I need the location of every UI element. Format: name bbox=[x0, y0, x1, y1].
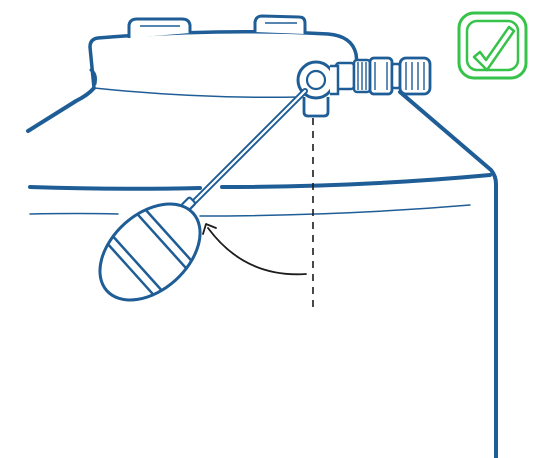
lid-hinge bbox=[89, 68, 97, 86]
float-arm bbox=[180, 88, 308, 213]
water-tank bbox=[26, 14, 498, 458]
float-valve bbox=[98, 56, 432, 302]
valve-coupling bbox=[334, 56, 432, 96]
tank-band-upper-right bbox=[220, 173, 492, 189]
tank-lid-rim bbox=[93, 87, 301, 99]
tank-shoulder-right bbox=[398, 90, 498, 458]
tank-band-upper bbox=[28, 185, 202, 191]
check-icon bbox=[457, 11, 528, 80]
curved-arrow-icon bbox=[202, 223, 217, 235]
water-level-line-left bbox=[29, 212, 119, 215]
lid-tab-left bbox=[127, 17, 192, 38]
water-level-line-right bbox=[199, 204, 471, 217]
rotation-arrow-curve bbox=[207, 227, 307, 276]
tank-lid bbox=[88, 30, 360, 90]
lid-tab-right bbox=[253, 14, 307, 34]
float-ball bbox=[98, 202, 202, 302]
tank-shoulder-left bbox=[26, 86, 96, 133]
annotations bbox=[202, 118, 314, 312]
